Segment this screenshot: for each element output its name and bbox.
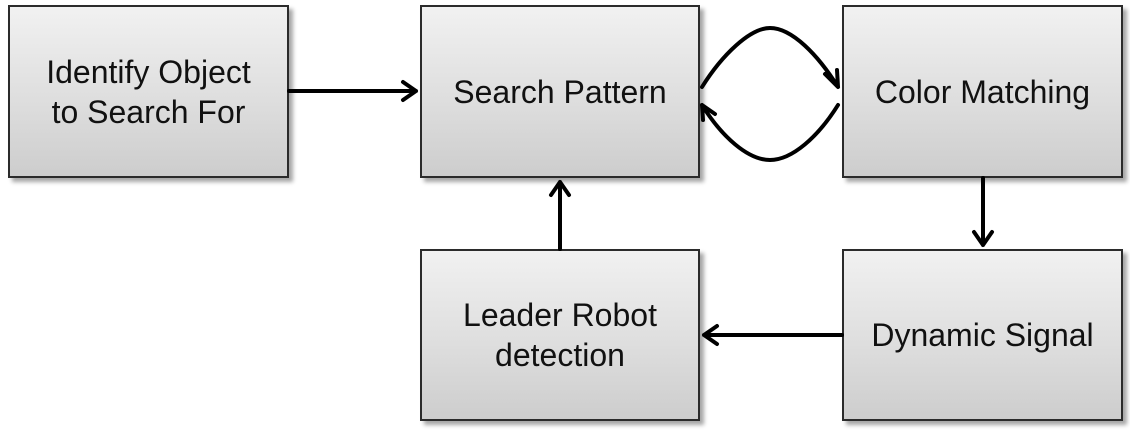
node-search-pattern-label: Search Pattern	[453, 73, 667, 110]
node-leader-robot-detection-label: Leader Robot detection	[463, 297, 657, 373]
arrow-dynamic-to-leader	[702, 324, 844, 346]
node-dynamic-signal-label: Dynamic Signal	[871, 317, 1094, 353]
arrow-identify-to-search	[287, 80, 418, 102]
arrow-color-to-search	[700, 103, 840, 162]
node-leader-robot-detection: Leader Robot detection	[420, 249, 700, 421]
node-search-pattern: Search Pattern	[420, 5, 700, 178]
node-color-matching: Color Matching	[842, 5, 1123, 178]
arrow-search-to-color	[700, 26, 840, 89]
arrow-leader-to-search	[549, 180, 571, 251]
node-dynamic-signal: Dynamic Signal	[842, 249, 1123, 421]
node-color-matching-label: Color Matching	[874, 73, 1091, 110]
node-identify-object: Identify Object to Search For	[8, 5, 289, 178]
node-identify-object-label: Identify Object to Search For	[46, 53, 251, 130]
arrow-color-to-dynamic	[972, 176, 994, 247]
